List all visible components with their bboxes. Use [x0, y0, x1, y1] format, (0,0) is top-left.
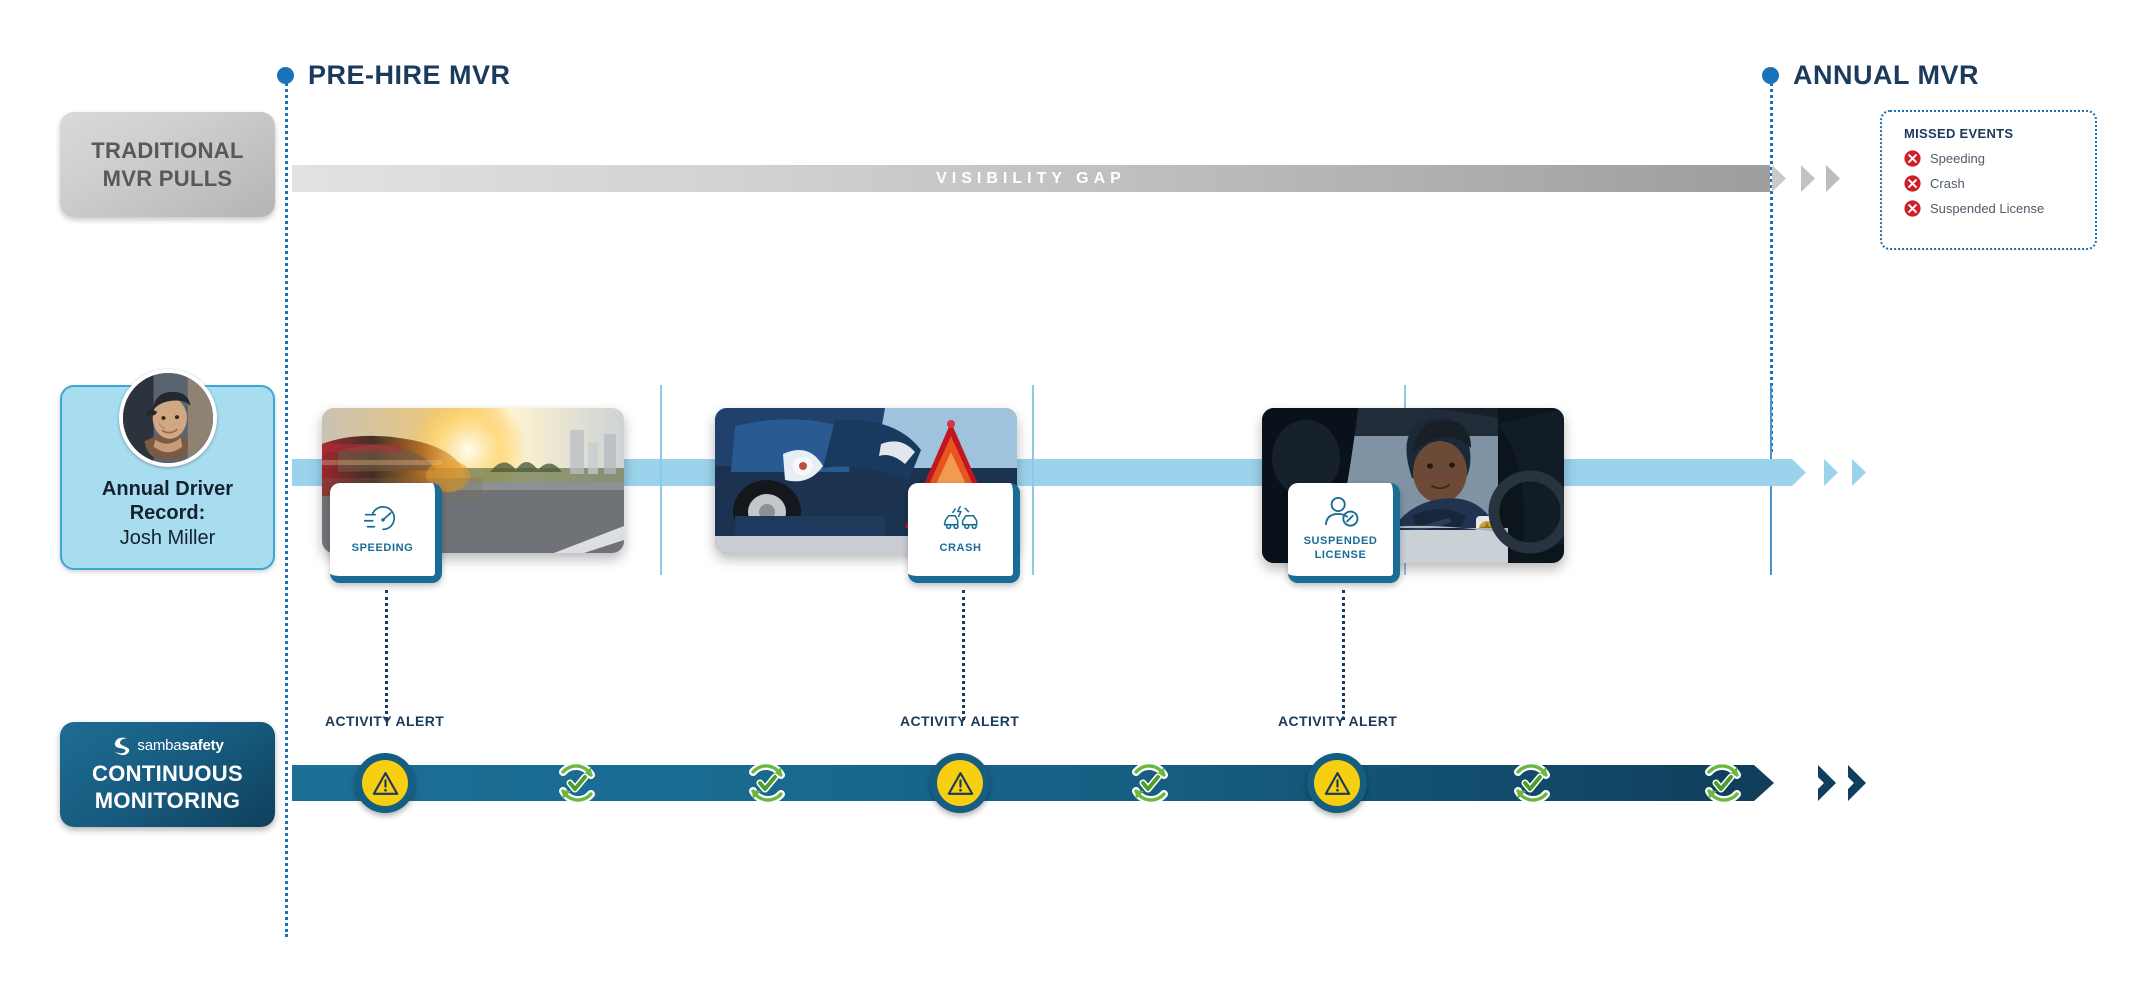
event-connector-line: [385, 590, 388, 720]
chevron-right-icon: [1826, 165, 1840, 192]
car-collision-icon: [943, 505, 977, 530]
monitoring-check-4: [1506, 757, 1558, 809]
missed-event-item: Crash: [1904, 175, 2095, 192]
visibility-gap-label: VISIBILITY GAP: [936, 169, 1126, 187]
police-officer-photo: [1262, 408, 1564, 563]
chevron-right-icon: [1772, 165, 1786, 192]
dot-marker-icon: [277, 67, 294, 84]
monitoring-check-5: [1697, 757, 1749, 809]
milestone-label: ANNUAL MVR: [1793, 60, 1979, 90]
refresh-check-icon: [749, 762, 785, 804]
missed-events-panel: MISSED EVENTS Speeding Crash Suspended L…: [1880, 110, 2097, 250]
activity-alert-marker-1[interactable]: [355, 753, 415, 813]
alert-inner-circle: [362, 760, 408, 806]
prehire-guide-line: [285, 72, 288, 937]
continuous-monitoring-bar: [292, 765, 1754, 801]
red-x-icon: [1904, 175, 1921, 192]
refresh-check-icon: [1705, 762, 1741, 804]
activity-alert-label-2: ACTIVITY ALERT: [900, 713, 1020, 729]
event-connector-line: [962, 590, 965, 720]
arrow-right-icon: [1754, 765, 1774, 801]
samba-s-mark-icon: [114, 737, 130, 756]
row-label-traditional-mvr-pulls: TRADITIONAL MVR PULLS: [60, 112, 275, 217]
milestone-pre-hire-mvr: PRE-HIRE MVR: [277, 60, 511, 91]
samba-line-1: CONTINUOUS: [92, 761, 243, 787]
dot-marker-icon: [1762, 67, 1779, 84]
event-connector-line: [1342, 590, 1345, 720]
driver-record-title: Annual Driver Record:: [101, 477, 234, 524]
refresh-check-icon: [1132, 762, 1168, 804]
event-card-label: SPEEDING: [351, 542, 414, 555]
milestone-label: PRE-HIRE MVR: [308, 60, 511, 90]
monitoring-check-3: [1124, 757, 1176, 809]
visibility-gap-bar: VISIBILITY GAP: [292, 165, 1770, 192]
missed-event-label: Speeding: [1930, 151, 1985, 166]
warning-triangle-icon: [947, 771, 973, 795]
event-card-label: CRASH: [939, 542, 982, 555]
red-x-icon: [1904, 150, 1921, 167]
driver-avatar-photo: [118, 368, 217, 467]
chevron-right-icon: [1818, 765, 1836, 801]
chevron-right-icon: [1824, 459, 1838, 486]
chevron-right-icon: [1848, 765, 1866, 801]
chevron-right-icon: [1852, 459, 1866, 486]
monitoring-check-2: [741, 757, 793, 809]
warning-triangle-icon: [1324, 771, 1350, 795]
missed-events-title: MISSED EVENTS: [1904, 126, 2014, 141]
row-label-annual-driver-record: Annual Driver Record: Josh Miller: [60, 368, 275, 570]
missed-event-label: Crash: [1930, 176, 1965, 191]
row-label-continuous-monitoring: sambasafety CONTINUOUS MONITORING: [60, 722, 275, 827]
monitoring-check-1: [551, 757, 603, 809]
traditional-line-2: MVR PULLS: [102, 165, 233, 191]
continuous-record-arrow-group: [1792, 459, 1876, 486]
missed-event-label: Suspended License: [1930, 201, 2045, 216]
timeline-divider: [660, 385, 662, 575]
activity-alert-label-3: ACTIVITY ALERT: [1278, 713, 1398, 729]
red-x-icon: [1904, 200, 1921, 217]
annual-guide-line-upper: [1770, 72, 1773, 452]
driver-name: Josh Miller: [119, 526, 216, 549]
alert-inner-circle: [937, 760, 983, 806]
arrow-right-icon: [1792, 459, 1806, 486]
missed-event-item: Suspended License: [1904, 200, 2095, 217]
milestone-annual-mvr: ANNUAL MVR: [1762, 60, 1979, 91]
chevron-right-icon: [1801, 165, 1815, 192]
activity-alert-marker-3[interactable]: [1307, 753, 1367, 813]
samba-wordmark: sambasafety: [137, 736, 224, 754]
traditional-line-1: TRADITIONAL: [91, 138, 244, 163]
refresh-check-icon: [1514, 762, 1550, 804]
activity-alert-marker-2[interactable]: [930, 753, 990, 813]
refresh-check-icon: [559, 762, 595, 804]
person-license-icon: [1324, 497, 1358, 527]
sambasafety-logo-icon: sambasafety: [111, 735, 224, 756]
visibility-gap-arrow-group: [1772, 165, 1848, 192]
missed-event-item: Speeding: [1904, 150, 2095, 167]
event-card-label: SUSPENDED LICENSE: [1303, 535, 1378, 561]
alert-inner-circle: [1314, 760, 1360, 806]
samba-line-2: MONITORING: [94, 787, 241, 813]
warning-triangle-icon: [372, 771, 398, 795]
event-card-crash[interactable]: CRASH: [908, 483, 1020, 583]
event-card-suspended-license[interactable]: SUSPENDED LICENSE: [1288, 483, 1400, 583]
activity-alert-label-1: ACTIVITY ALERT: [325, 713, 445, 729]
monitoring-chevron-group: [1818, 765, 1874, 801]
event-card-speeding[interactable]: SPEEDING: [330, 483, 442, 583]
timeline-divider: [1032, 385, 1034, 575]
speedometer-icon: [363, 506, 395, 531]
